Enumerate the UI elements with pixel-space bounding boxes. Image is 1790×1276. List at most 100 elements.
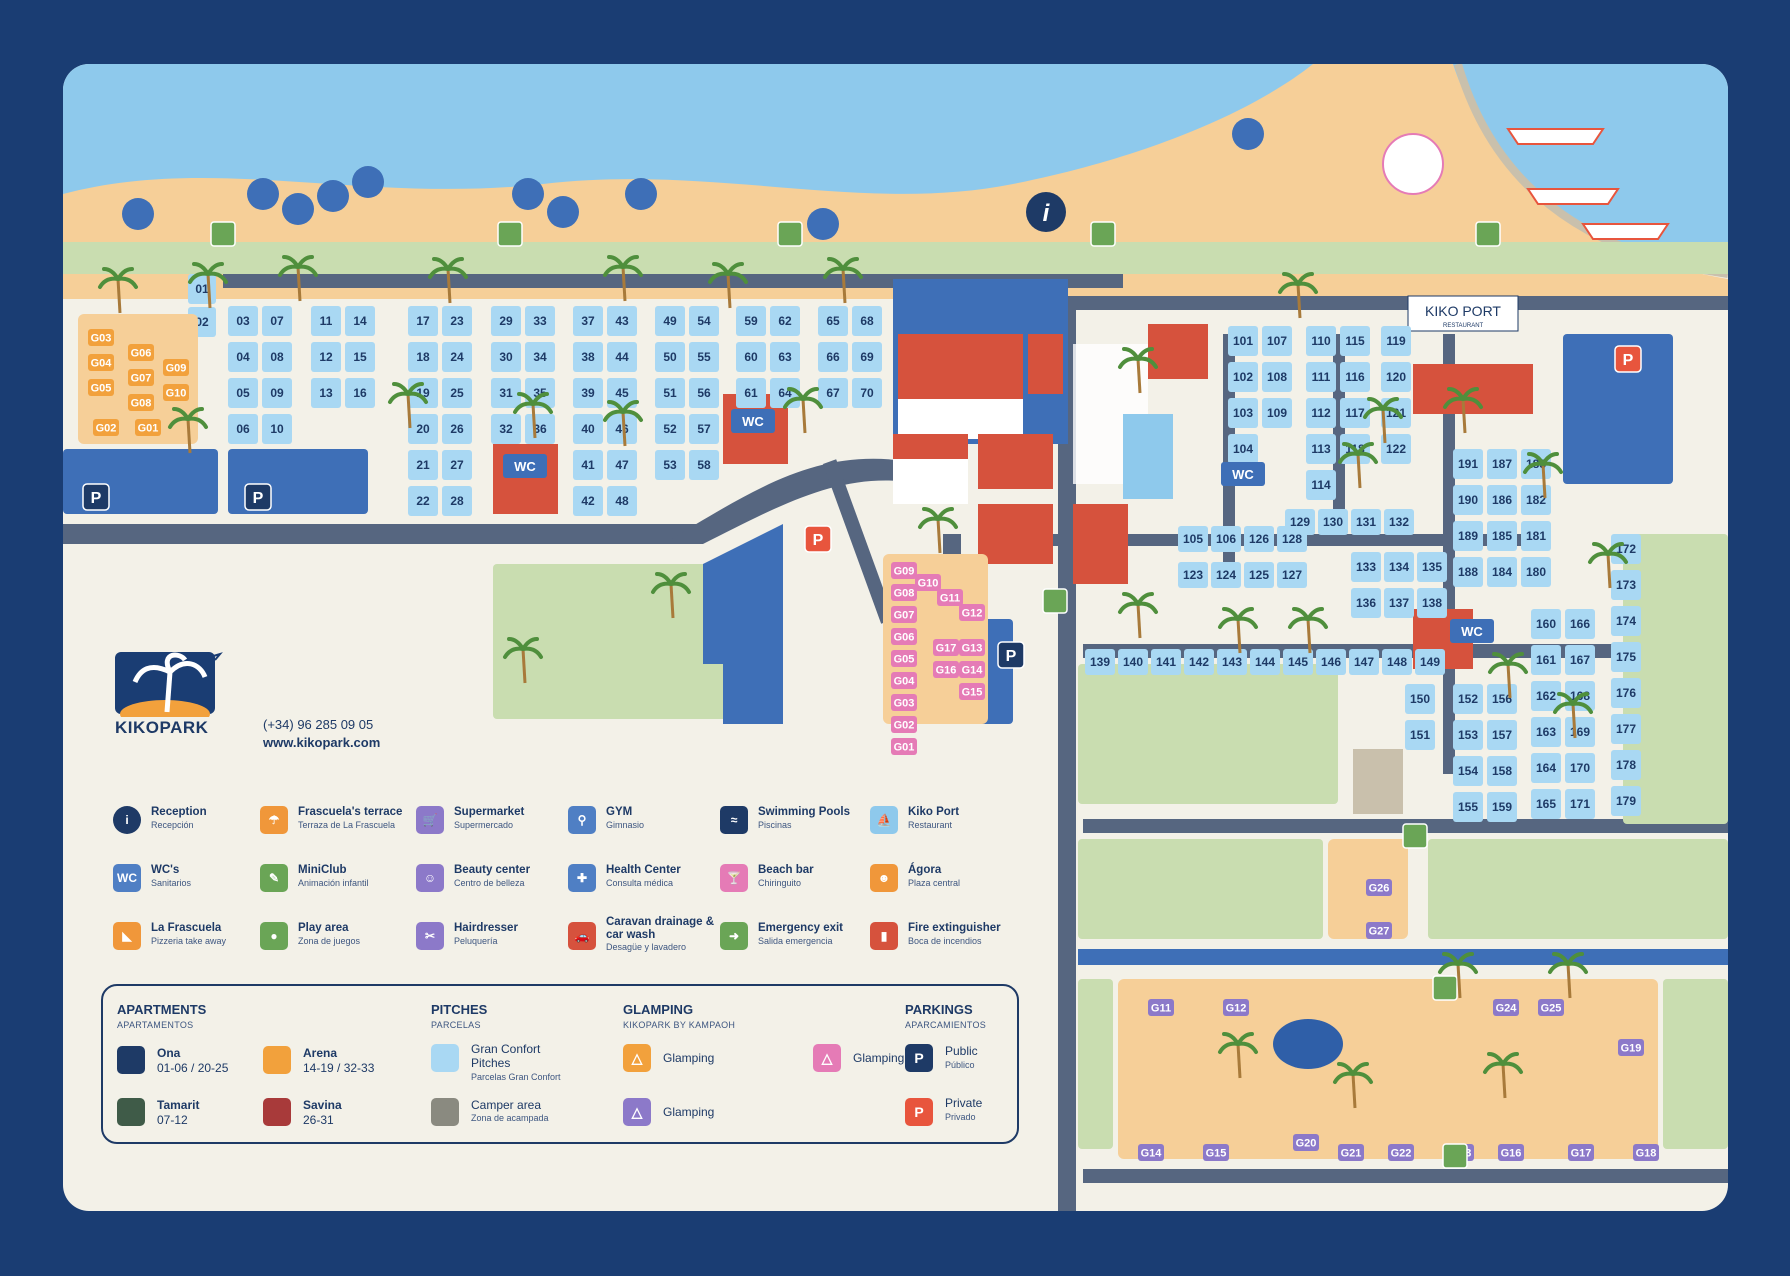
pitch-17[interactable]	[408, 306, 438, 336]
pitch-119[interactable]	[1381, 326, 1411, 356]
glamping-1-G02[interactable]	[891, 716, 917, 733]
pitch-12[interactable]	[311, 342, 341, 372]
pitch-169[interactable]	[1565, 717, 1595, 747]
pitch-191[interactable]	[1453, 449, 1483, 479]
pitch-114[interactable]	[1306, 470, 1336, 500]
pitch-40[interactable]	[573, 414, 603, 444]
pitch-173[interactable]	[1611, 570, 1641, 600]
pitch-41[interactable]	[573, 450, 603, 480]
pitch-117[interactable]	[1340, 398, 1370, 428]
pitch-61[interactable]	[736, 378, 766, 408]
pitch-54[interactable]	[689, 306, 719, 336]
pitch-48[interactable]	[607, 486, 637, 516]
pitch-49[interactable]	[655, 306, 685, 336]
glamping-3-G25[interactable]	[1538, 999, 1564, 1016]
glamping-3-G14[interactable]	[1138, 1144, 1164, 1161]
pitch-178[interactable]	[1611, 750, 1641, 780]
pitch-163[interactable]	[1531, 717, 1561, 747]
glamping-1-G08[interactable]	[891, 584, 917, 601]
pitch-161[interactable]	[1531, 645, 1561, 675]
pitch-185[interactable]	[1487, 521, 1517, 551]
pitch-157[interactable]	[1487, 720, 1517, 750]
pitch-142[interactable]	[1184, 649, 1214, 675]
pitch-111[interactable]	[1306, 362, 1336, 392]
pitch-55[interactable]	[689, 342, 719, 372]
pitch-162[interactable]	[1531, 681, 1561, 711]
pitch-147[interactable]	[1349, 649, 1379, 675]
pitch-32[interactable]	[491, 414, 521, 444]
pitch-45[interactable]	[607, 378, 637, 408]
reception-info-icon[interactable]	[1026, 192, 1066, 232]
pitch-145[interactable]	[1283, 649, 1313, 675]
pitch-31[interactable]	[491, 378, 521, 408]
pitch-57[interactable]	[689, 414, 719, 444]
glamping-3-G11[interactable]	[1148, 999, 1174, 1016]
glamping-3-G24[interactable]	[1493, 999, 1519, 1016]
glamping-0-G03[interactable]	[88, 329, 114, 346]
pitch-177[interactable]	[1611, 714, 1641, 744]
glamping-3-G19[interactable]	[1618, 1039, 1644, 1056]
pitch-123[interactable]	[1178, 562, 1208, 588]
pitch-122[interactable]	[1381, 434, 1411, 464]
pitch-22[interactable]	[408, 486, 438, 516]
wc-sign-1[interactable]	[731, 409, 775, 433]
glamping-0-G02[interactable]	[93, 419, 119, 436]
pitch-52[interactable]	[655, 414, 685, 444]
pitch-24[interactable]	[442, 342, 472, 372]
parking-sign-3[interactable]	[997, 641, 1025, 669]
pitch-103[interactable]	[1228, 398, 1258, 428]
glamping-1-G06[interactable]	[891, 628, 917, 645]
pitch-152[interactable]	[1453, 684, 1483, 714]
parking-sign-1[interactable]	[244, 483, 272, 511]
glamping-1-G13[interactable]	[959, 639, 985, 656]
glamping-1-G11[interactable]	[937, 589, 963, 606]
pitch-112[interactable]	[1306, 398, 1336, 428]
glamping-1-G03[interactable]	[891, 694, 917, 711]
pitch-154[interactable]	[1453, 756, 1483, 786]
pitch-158[interactable]	[1487, 756, 1517, 786]
glamping-1-G04[interactable]	[891, 672, 917, 689]
glamping-3-G15[interactable]	[1203, 1144, 1229, 1161]
pitch-166[interactable]	[1565, 609, 1595, 639]
pitch-20[interactable]	[408, 414, 438, 444]
glamping-1-G17[interactable]	[933, 639, 959, 656]
pitch-106[interactable]	[1211, 526, 1241, 552]
pitch-44[interactable]	[607, 342, 637, 372]
pitch-159[interactable]	[1487, 792, 1517, 822]
pitch-136[interactable]	[1351, 588, 1381, 618]
pitch-189[interactable]	[1453, 521, 1483, 551]
pitch-46[interactable]	[607, 414, 637, 444]
pitch-160[interactable]	[1531, 609, 1561, 639]
pitch-138[interactable]	[1417, 588, 1447, 618]
glamping-0-G09[interactable]	[163, 359, 189, 376]
pitch-104[interactable]	[1228, 434, 1258, 464]
pitch-132[interactable]	[1384, 509, 1414, 535]
wc-sign-2[interactable]	[1221, 462, 1265, 486]
pitch-42[interactable]	[573, 486, 603, 516]
pitch-151[interactable]	[1405, 720, 1435, 750]
pitch-21[interactable]	[408, 450, 438, 480]
pitch-134[interactable]	[1384, 552, 1414, 582]
pitch-26[interactable]	[442, 414, 472, 444]
pitch-05[interactable]	[228, 378, 258, 408]
glamping-0-G04[interactable]	[88, 354, 114, 371]
pitch-65[interactable]	[818, 306, 848, 336]
pitch-60[interactable]	[736, 342, 766, 372]
pitch-170[interactable]	[1565, 753, 1595, 783]
pitch-67[interactable]	[818, 378, 848, 408]
pitch-27[interactable]	[442, 450, 472, 480]
wc-sign-0[interactable]	[503, 454, 547, 478]
pitch-110[interactable]	[1306, 326, 1336, 356]
pitch-62[interactable]	[770, 306, 800, 336]
pitch-70[interactable]	[852, 378, 882, 408]
pitch-59[interactable]	[736, 306, 766, 336]
pitch-133[interactable]	[1351, 552, 1381, 582]
parking-sign-2[interactable]	[804, 525, 832, 553]
glamping-0-G06[interactable]	[128, 344, 154, 361]
pitch-66[interactable]	[818, 342, 848, 372]
glamping-1-G07[interactable]	[891, 606, 917, 623]
pitch-09[interactable]	[262, 378, 292, 408]
pitch-180[interactable]	[1521, 557, 1551, 587]
parking-sign-0[interactable]	[82, 483, 110, 511]
pitch-131[interactable]	[1351, 509, 1381, 535]
